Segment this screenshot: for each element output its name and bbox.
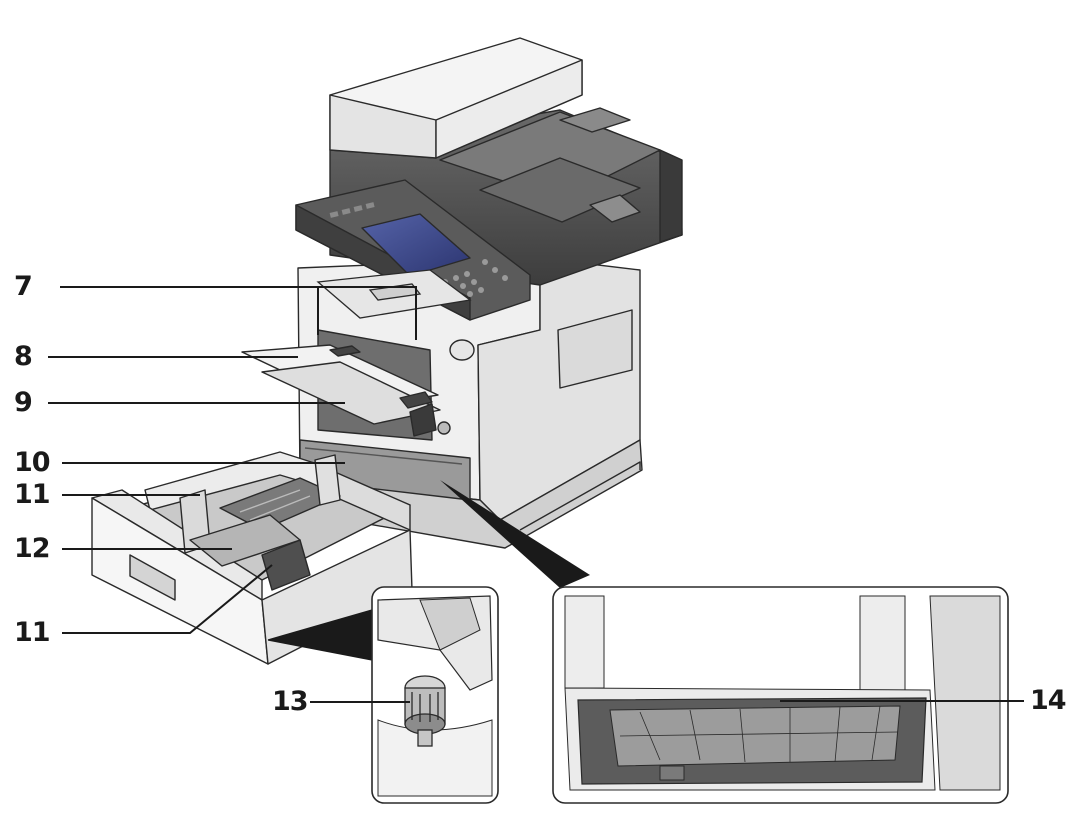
inset-size-dial bbox=[267, 586, 499, 804]
callout-12: 12 bbox=[14, 533, 51, 564]
callout-9: 9 bbox=[14, 387, 33, 418]
multipurpose-tray bbox=[241, 329, 441, 441]
printer-body bbox=[297, 257, 643, 549]
callout-13: 13 bbox=[272, 686, 309, 717]
callout-10: 10 bbox=[14, 447, 51, 478]
leader-lines bbox=[48, 286, 1024, 703]
callout-11-top: 11 bbox=[14, 479, 51, 510]
callout-14: 14 bbox=[1030, 685, 1067, 716]
inset-feed-unit bbox=[440, 480, 1009, 804]
callout-11-bottom: 11 bbox=[14, 617, 51, 648]
callout-7: 7 bbox=[14, 271, 33, 302]
size-dial-icon bbox=[404, 675, 446, 747]
callout-8: 8 bbox=[14, 341, 33, 372]
